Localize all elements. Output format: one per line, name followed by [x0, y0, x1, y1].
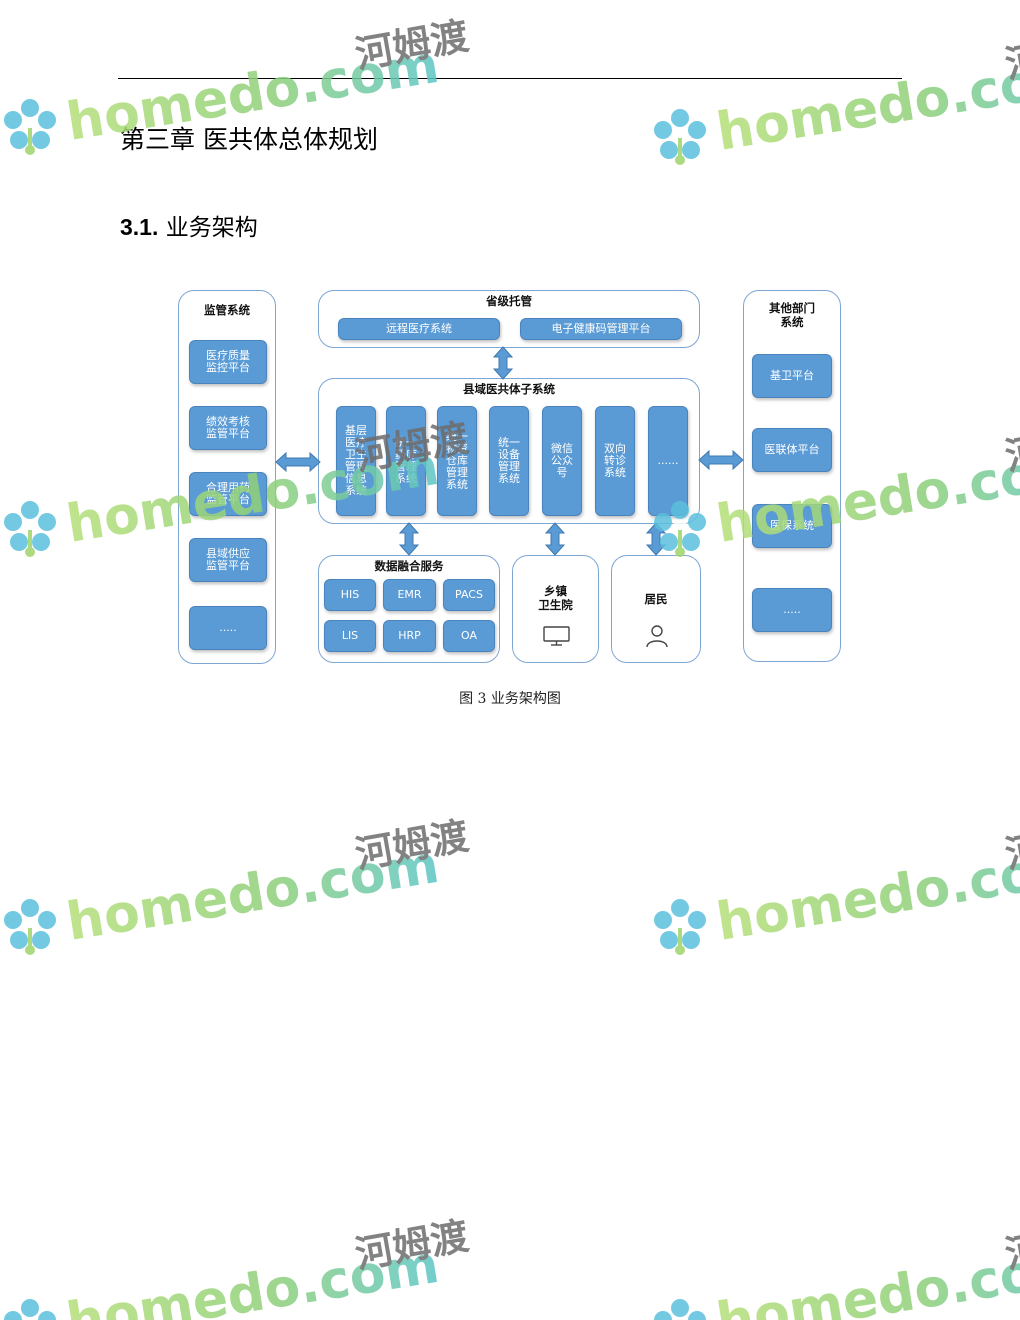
county-item: 双向 转诊 系统	[595, 406, 635, 516]
supervision-title: 监管系统	[204, 303, 250, 317]
connector-arrows	[275, 346, 744, 556]
other-departments-title: 其他部门 系统	[769, 301, 815, 329]
data-fusion-title: 数据融合服务	[374, 559, 444, 573]
data-fusion-item: OA	[443, 620, 495, 652]
provincial-item: 电子健康码管理平台	[520, 318, 682, 340]
supervision-item: 绩效考核 监管平台	[189, 406, 267, 450]
watermark-chinese: 河姆渡	[352, 814, 472, 877]
county-item: 微信 公众 号	[542, 406, 582, 516]
provincial-item: 远程医疗系统	[338, 318, 500, 340]
supervision-item: 医疗质量 监控平台	[189, 340, 267, 384]
watermark-chinese: 河姆渡	[1002, 814, 1020, 877]
other-departments-item: 医保系统	[752, 504, 832, 548]
figure-caption: 图 3 业务架构图	[459, 691, 561, 707]
resident-frame: 居民	[611, 555, 701, 663]
arrow-county-other-departments	[698, 450, 744, 470]
watermark-latin: homedo.com	[713, 835, 1020, 953]
section-heading: 3.1. 业务架构	[120, 208, 258, 242]
section-number: 3.1.	[120, 214, 159, 240]
watermark-chinese: 河姆渡	[352, 1214, 472, 1277]
data-fusion-item: PACS	[443, 579, 495, 611]
provincial-title: 省级托管	[486, 294, 532, 308]
county-item: 统一 设备 管理 系统	[489, 406, 529, 516]
township-title: 乡镇 卫生院	[538, 584, 573, 612]
chapter-title: 第三章 医共体总体规划	[120, 125, 378, 154]
other-departments-item: 基卫平台	[752, 354, 832, 398]
data-fusion-item: HRP	[383, 620, 436, 652]
arrow-supervision-county	[275, 452, 321, 472]
county-item: 基层 医疗 卫生 管理 信息 系统	[336, 406, 376, 516]
data-fusion-item: LIS	[324, 620, 376, 652]
supervision-item: 合理用药 监管平台	[189, 472, 267, 516]
watermark-chinese: 河姆渡	[1002, 1214, 1020, 1277]
county-item: 统一 物资 仓库 管理 系统	[437, 406, 477, 516]
data-fusion-item: HIS	[324, 579, 376, 611]
arrow-county-township	[545, 522, 565, 556]
arrow-county-resident	[646, 522, 666, 556]
other-departments-item: .....	[752, 588, 832, 632]
computer-monitor-icon	[543, 626, 570, 646]
supervision-item: 县域供应 监管平台	[189, 538, 267, 582]
county-title: 县域医共体子系统	[463, 382, 555, 396]
watermark-latin: homedo.com	[63, 835, 443, 953]
arrow-county-data-fusion	[399, 522, 419, 556]
section-title: 业务架构	[165, 215, 258, 241]
data-fusion-item: EMR	[383, 579, 436, 611]
resident-title: 居民	[644, 592, 668, 606]
header-rule	[118, 78, 902, 79]
arrow-provincial-county	[493, 346, 513, 380]
person-icon	[646, 625, 668, 648]
county-item: 统一 药库 管理 系统	[386, 406, 426, 516]
watermark-latin: homedo.com	[713, 1235, 1020, 1320]
watermark-latin: homedo.com	[63, 1235, 443, 1320]
other-departments-item: 医联体平台	[752, 428, 832, 472]
supervision-item: .....	[189, 606, 267, 650]
township-frame: 乡镇 卫生院	[512, 555, 599, 663]
